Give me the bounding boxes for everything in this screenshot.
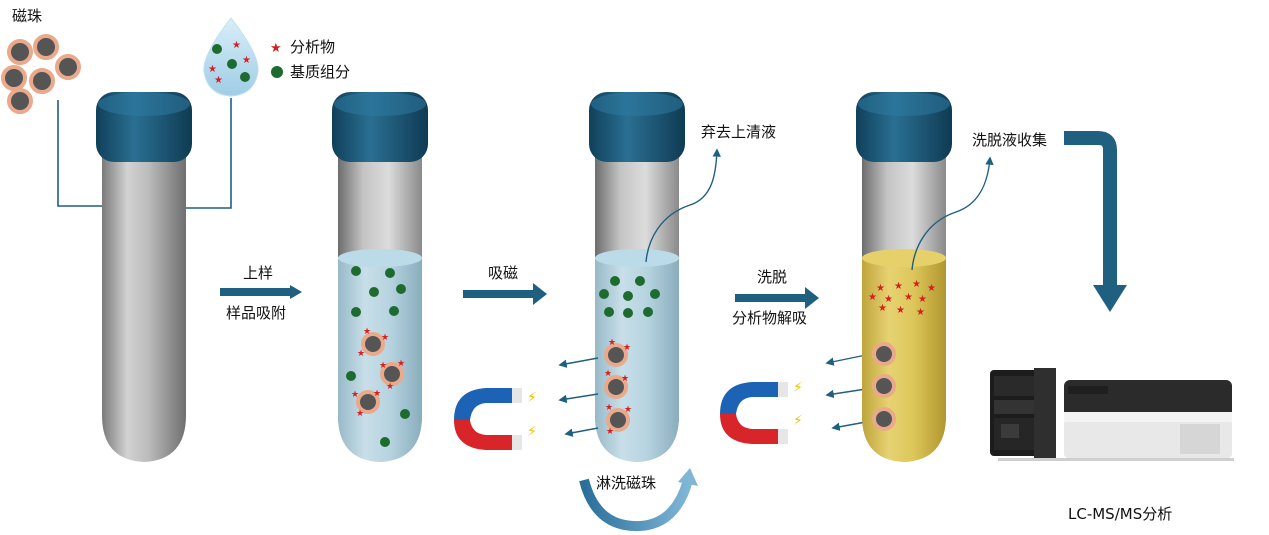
magnetic-pull-arrow — [825, 354, 867, 366]
collect-label: 洗脱液收集 — [972, 131, 1047, 149]
magnetic-pull-arrow — [564, 427, 599, 437]
spark-icon: ⚡ — [793, 380, 803, 396]
svg-text:★: ★ — [868, 292, 877, 303]
svg-text:★: ★ — [918, 294, 927, 305]
svg-text:★: ★ — [381, 333, 389, 343]
magnet-icon — [720, 382, 788, 444]
matrix-legend-label: 基质组分 — [290, 63, 350, 81]
svg-text:★: ★ — [351, 390, 359, 400]
sample-droplet: ★ ★ ★ ★ — [203, 17, 259, 97]
svg-text:★: ★ — [621, 374, 629, 384]
svg-text:★: ★ — [894, 281, 903, 292]
tube-eluate: ★★ ★★ ★★ ★★ ★★ ★ — [856, 92, 952, 462]
step1-top-label: 上样 — [243, 264, 273, 282]
svg-text:★: ★ — [912, 279, 921, 290]
magnet-icon — [454, 388, 522, 450]
svg-text:★: ★ — [916, 307, 925, 318]
bead-group — [1, 34, 81, 114]
svg-text:★: ★ — [927, 283, 936, 294]
tube-empty — [96, 92, 192, 462]
step3-top-label: 洗脱 — [757, 268, 787, 286]
analyte-star-icon: ★ — [214, 75, 223, 86]
tube-magnetized: ★ ★ ★ ★ ★ ★ ★ — [589, 92, 685, 462]
transfer-arrow — [1064, 131, 1117, 288]
magnetic-pull-arrow — [558, 357, 599, 368]
bead-icon — [7, 39, 33, 65]
analyte-star-icon: ★ — [242, 55, 251, 66]
analyte-legend-icon: ★ — [270, 41, 282, 56]
spark-icon: ⚡ — [527, 390, 537, 406]
svg-text:★: ★ — [386, 382, 394, 392]
svg-text:★: ★ — [357, 349, 365, 359]
lcmsms-instrument-icon — [990, 368, 1234, 461]
svg-text:★: ★ — [884, 294, 893, 305]
step1-bottom-label: 样品吸附 — [226, 304, 286, 322]
step2-arrow — [463, 290, 535, 298]
beads-label: 磁珠 — [12, 7, 42, 25]
matrix-dot-icon — [227, 59, 237, 69]
svg-text:★: ★ — [379, 361, 387, 371]
svg-text:★: ★ — [904, 292, 913, 303]
svg-text:★: ★ — [896, 305, 905, 316]
spark-icon: ⚡ — [527, 424, 537, 440]
svg-text:★: ★ — [606, 427, 614, 437]
svg-text:★: ★ — [608, 338, 616, 348]
wash-label: 淋洗磁珠 — [596, 474, 656, 492]
svg-text:★: ★ — [876, 283, 885, 294]
magnetic-pull-arrow — [831, 421, 867, 431]
discard-pointer — [645, 148, 721, 263]
bead-icon — [55, 54, 81, 80]
svg-text:★: ★ — [356, 409, 364, 419]
svg-text:★: ★ — [397, 359, 405, 369]
spark-icon: ⚡ — [793, 413, 803, 429]
bead-icon — [33, 34, 59, 60]
tube-sample-loaded: ★ ★ ★ ★ ★ ★ ★ ★ ★ — [332, 92, 428, 462]
collect-pointer — [911, 156, 994, 271]
bead-icon — [29, 68, 55, 94]
magnetic-pull-arrow — [825, 388, 867, 399]
analyte-star-icon: ★ — [232, 40, 241, 51]
matrix-dot-icon — [240, 72, 250, 82]
svg-text:★: ★ — [605, 403, 613, 413]
analyte-star-icon: ★ — [208, 64, 217, 75]
bead-icon — [1, 65, 27, 91]
matrix-dot-icon — [212, 44, 222, 54]
magnetic-pull-arrow — [558, 393, 599, 404]
svg-text:★: ★ — [363, 327, 371, 337]
instrument-label: LC-MS/MS分析 — [1068, 505, 1172, 523]
step3-arrow — [735, 294, 807, 302]
svg-text:★: ★ — [373, 389, 381, 399]
bead-icon — [7, 88, 33, 114]
step3-bottom-label: 分析物解吸 — [732, 309, 807, 327]
svg-text:★: ★ — [624, 405, 632, 415]
step2-label: 吸磁 — [488, 264, 518, 282]
wash-cycle-arrow — [579, 478, 693, 532]
svg-text:★: ★ — [878, 303, 887, 314]
analyte-legend-label: 分析物 — [290, 38, 335, 56]
svg-text:★: ★ — [604, 369, 612, 379]
discard-label: 弃去上清液 — [701, 123, 776, 141]
matrix-legend-icon — [271, 66, 283, 78]
svg-text:★: ★ — [623, 343, 631, 353]
